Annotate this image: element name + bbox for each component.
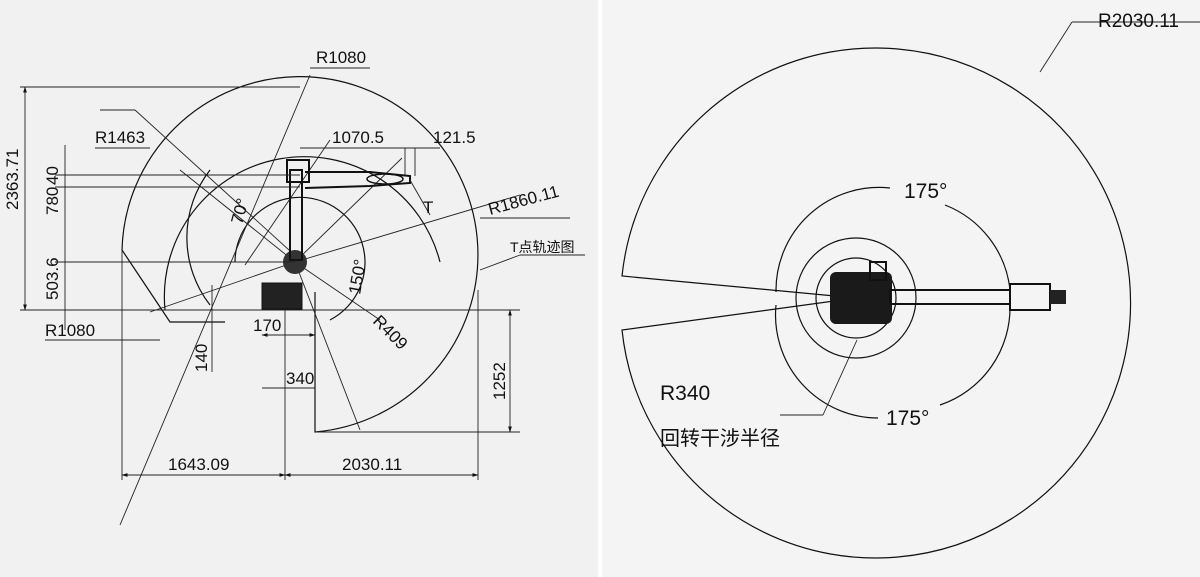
label-1070-5: 1070.5 — [332, 128, 384, 147]
top-view-panel: R2030.11 175° 175° R340 回转干涉半径 — [602, 0, 1200, 577]
label-503-6: 503.6 — [43, 257, 62, 300]
side-view-panel: R1080 R1463 1070.5 121.5 T R1860.11 T点轨迹… — [0, 0, 598, 577]
label-r340-caption: 回转干涉半径 — [660, 427, 780, 450]
label-r1080-bottom: R1080 — [45, 321, 95, 340]
robot-side-silhouette — [261, 159, 411, 310]
label-tool-point: T — [423, 198, 433, 217]
label-1643-09: 1643.09 — [168, 455, 229, 474]
label-140: 140 — [192, 344, 211, 372]
label-170: 170 — [253, 316, 281, 335]
label-r2030: R2030.11 — [1098, 11, 1179, 32]
label-1252: 1252 — [490, 362, 509, 400]
label-2030-11: 2030.11 — [342, 455, 402, 474]
top-leaders — [780, 21, 1200, 416]
label-r340: R340 — [660, 382, 710, 405]
inner-arc-r409 — [234, 196, 366, 321]
label-780: 780 — [43, 187, 62, 215]
r340-circle — [795, 237, 917, 359]
label-340: 340 — [286, 369, 314, 388]
dimension-lines — [20, 67, 585, 480]
base-circle — [815, 257, 897, 339]
left-boundary — [121, 249, 225, 323]
label-2363-71: 2363.71 — [3, 149, 22, 210]
outer-reach-arc — [121, 76, 479, 433]
label-angle-top: 175° — [904, 180, 947, 203]
label-121-5: 121.5 — [433, 128, 476, 147]
label-t-trajectory: T点轨迹图 — [510, 239, 575, 255]
rotation-arc-bottom — [774, 304, 1011, 419]
outer-reach-circle — [621, 47, 1132, 559]
top-view-background — [602, 0, 1200, 577]
label-r1080-top: R1080 — [316, 48, 366, 67]
rotation-arc-top — [775, 186, 1011, 293]
robot-top-silhouette — [830, 261, 1066, 324]
radial-lines — [100, 74, 521, 526]
label-r1463: R1463 — [95, 128, 145, 147]
label-angle-bottom: 175° — [886, 407, 929, 430]
label-40: 40 — [43, 166, 62, 185]
mid-arc-r1463 — [163, 156, 441, 311]
